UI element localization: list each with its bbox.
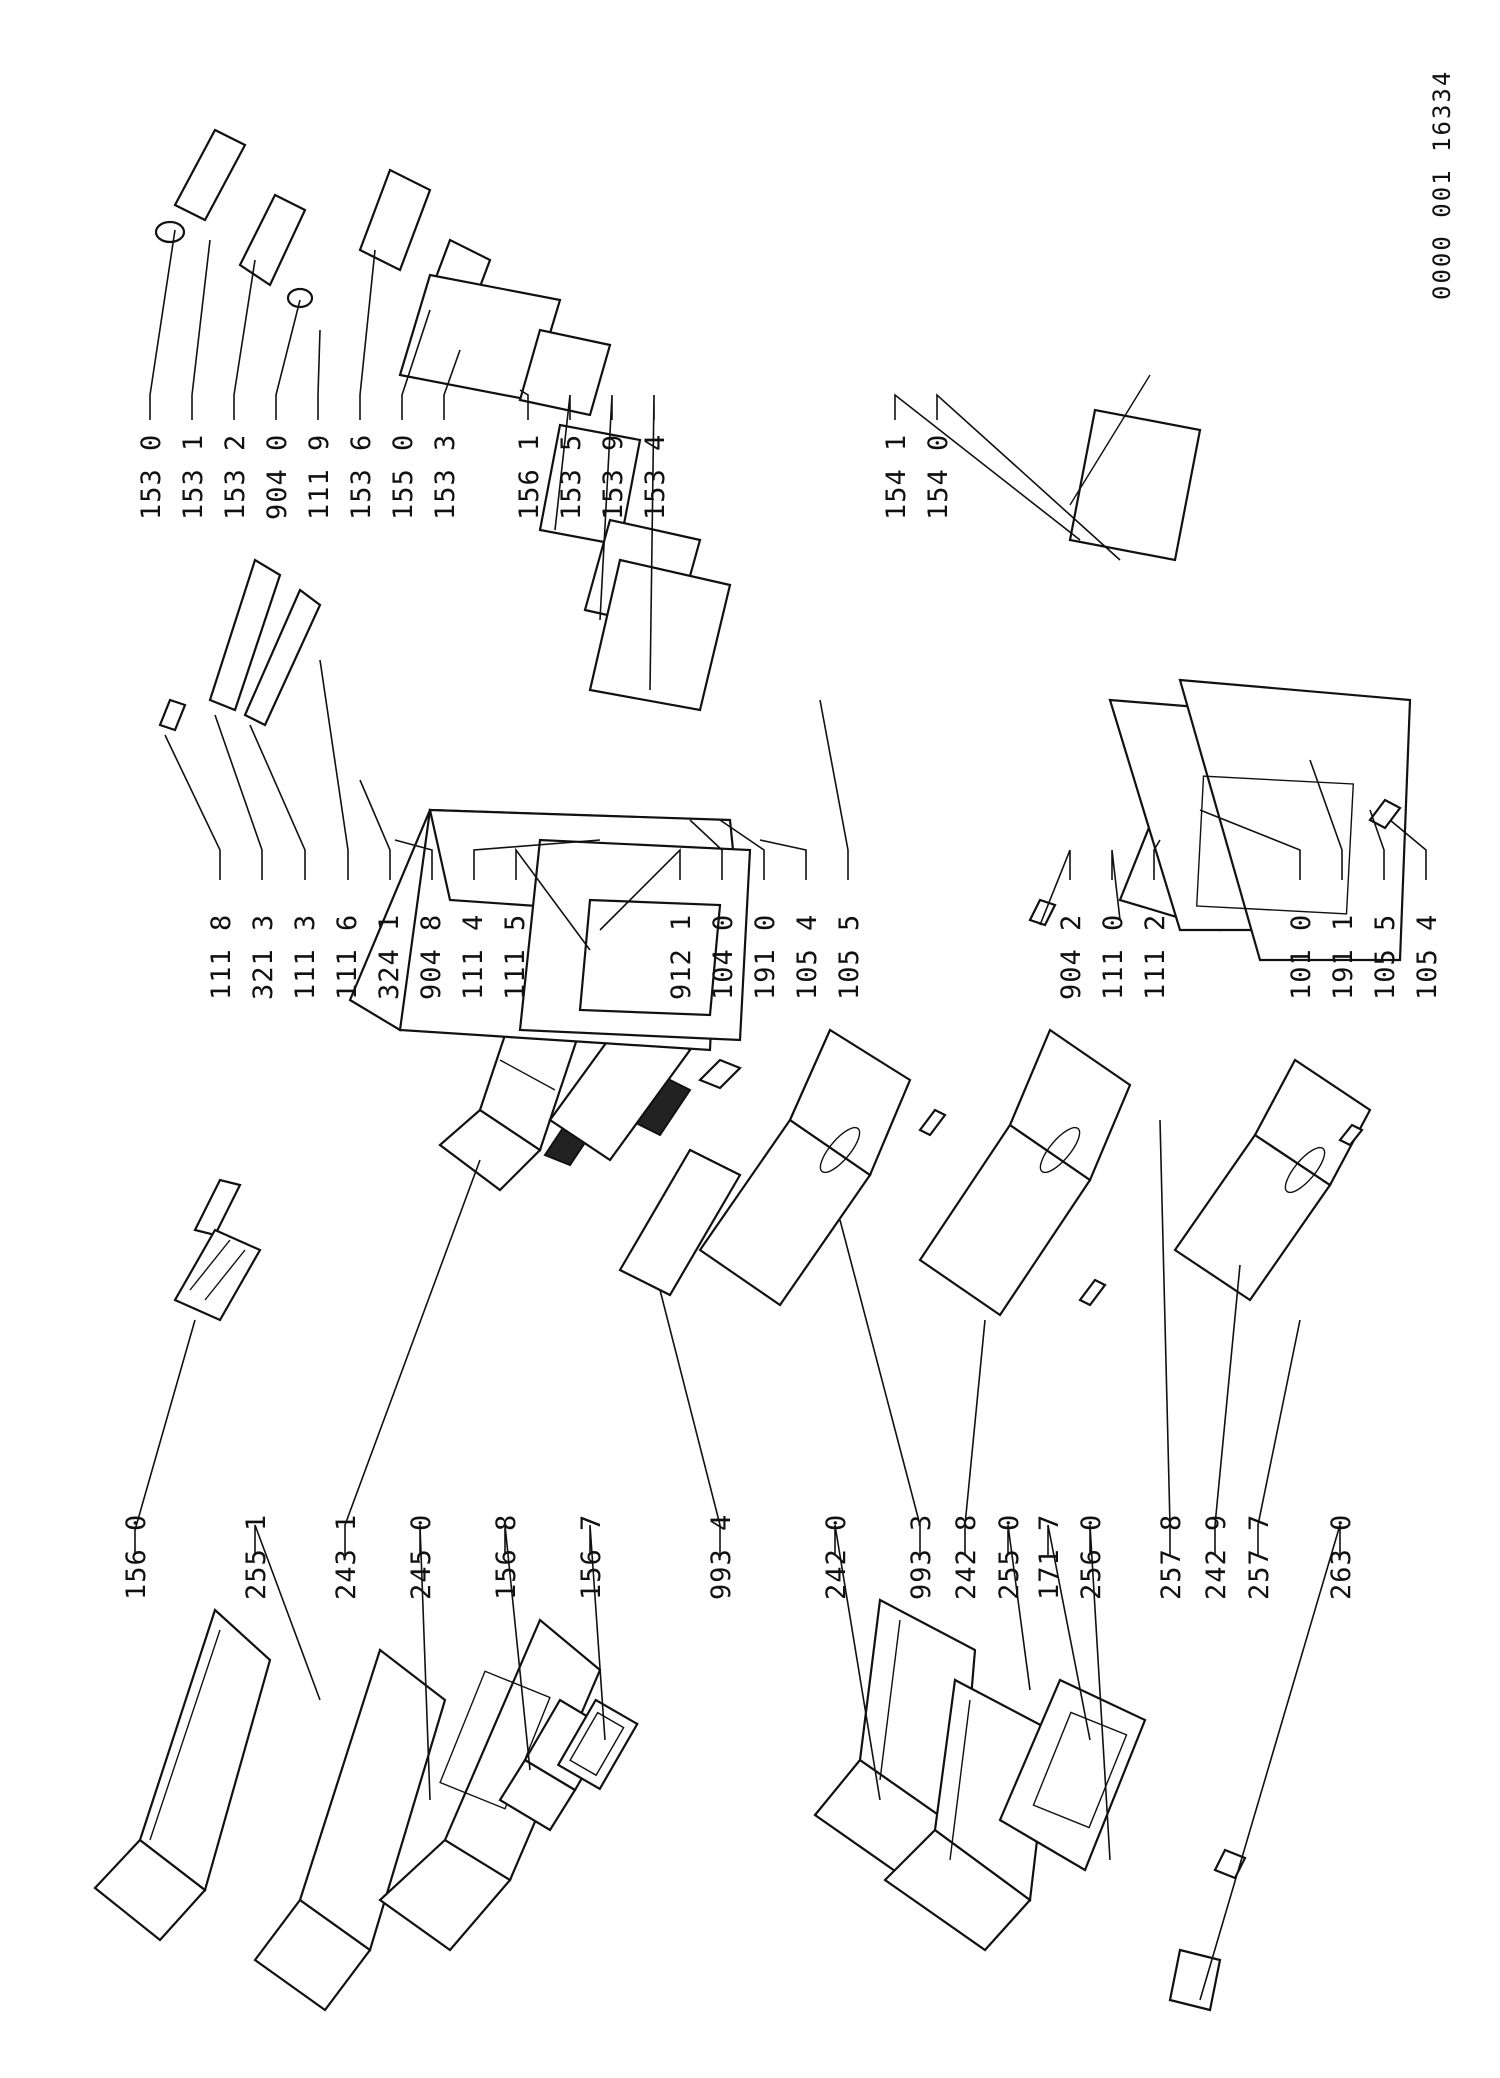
part-drawings [93, 128, 1412, 2012]
part-label-101-0: 101 0 [1286, 914, 1317, 1000]
part-label-111-8: 111 8 [206, 914, 237, 1000]
ice-tray [173, 1178, 262, 1322]
fridge-door-assembly [158, 558, 752, 1090]
part-label-105-5-a: 105 5 [834, 914, 865, 1000]
part-label-156-0: 156 0 [121, 1514, 152, 1600]
part-labels: 156 0 255 1 243 1 245 0 156 8 156 7 993 … [121, 434, 1443, 1600]
part-label-154-0: 154 0 [923, 434, 954, 520]
part-label-111-2: 111 2 [1140, 914, 1171, 1000]
part-label-255-1: 255 1 [241, 1514, 272, 1600]
glass-shelf-top [93, 1608, 272, 1942]
part-label-153-6: 153 6 [346, 434, 377, 520]
part-label-904-8: 904 8 [416, 914, 447, 1000]
part-label-153-3: 153 3 [430, 434, 461, 520]
part-label-257-7: 257 7 [1244, 1514, 1275, 1600]
door-bins [398, 273, 1202, 712]
part-label-242-9: 242 9 [1201, 1514, 1232, 1600]
part-label-154-1: 154 1 [881, 434, 912, 520]
part-label-111-9: 111 9 [304, 434, 335, 520]
part-label-111-6: 111 6 [332, 914, 363, 1000]
part-label-105-5-b: 105 5 [1370, 914, 1401, 1000]
part-label-111-4: 111 4 [458, 914, 489, 1000]
part-label-191-1: 191 1 [1328, 914, 1359, 1000]
freezer-drawers [698, 1028, 1372, 1317]
part-label-243-1: 243 1 [331, 1514, 362, 1600]
part-label-256-0: 256 0 [1076, 1514, 1107, 1600]
part-label-191-0: 191 0 [750, 914, 781, 1000]
part-label-153-4: 153 4 [640, 434, 671, 520]
part-label-104-0: 104 0 [708, 914, 739, 1000]
part-label-156-7: 156 7 [576, 1514, 607, 1600]
part-label-111-5: 111 5 [500, 914, 531, 1000]
part-label-153-1: 153 1 [178, 434, 209, 520]
small-box [556, 1698, 639, 1791]
part-label-245-0: 245 0 [406, 1514, 437, 1600]
part-label-111-3: 111 3 [290, 914, 321, 1000]
part-label-324-1: 324 1 [374, 914, 405, 1000]
part-label-153-9: 153 9 [598, 434, 629, 520]
part-label-171-7: 171 7 [1034, 1514, 1065, 1600]
part-label-105-4-a: 105 4 [792, 914, 823, 1000]
part-label-153-2: 153 2 [220, 434, 251, 520]
shelf-frame [378, 1618, 602, 1952]
glass-shelf-2 [253, 1648, 447, 2012]
crisper-boxes [813, 1598, 1052, 1952]
part-label-993-3: 993 3 [906, 1514, 937, 1600]
part-label-155-0: 155 0 [388, 434, 419, 520]
part-label-904-2: 904 2 [1056, 914, 1087, 1000]
part-label-993-4: 993 4 [706, 1514, 737, 1600]
part-label-904-0: 904 0 [262, 434, 293, 520]
part-label-153-0: 153 0 [136, 434, 167, 520]
part-label-111-0: 111 0 [1098, 914, 1129, 1000]
freezer-door-assembly [1028, 678, 1412, 962]
part-label-263-0: 263 0 [1326, 1514, 1357, 1600]
part-label-257-8: 257 8 [1156, 1514, 1187, 1600]
part-label-242-8: 242 8 [951, 1514, 982, 1600]
part-label-255-0: 255 0 [994, 1514, 1025, 1600]
part-label-912-1: 912 1 [666, 914, 697, 1000]
part-label-156-8: 156 8 [491, 1514, 522, 1600]
leader-lines [134, 229, 1427, 2001]
part-label-105-4-b: 105 4 [1412, 914, 1443, 1000]
document-number: 0000 001 16334 [1428, 70, 1456, 300]
part-label-242-0: 242 0 [821, 1514, 852, 1600]
part-label-153-5: 153 5 [556, 434, 587, 520]
part-label-156-1: 156 1 [514, 434, 545, 520]
part-label-321-3: 321 3 [248, 914, 279, 1000]
